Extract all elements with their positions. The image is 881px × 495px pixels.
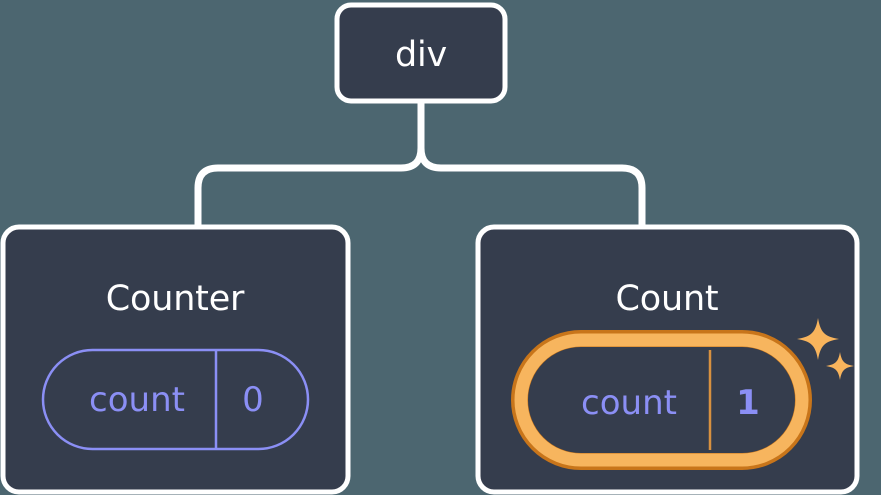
prop-pill-count-interior — [528, 347, 795, 453]
sparkles-icon — [797, 318, 854, 380]
prop-value-counter-count: 0 — [242, 380, 264, 420]
node-count-label: Count — [616, 279, 719, 319]
prop-pill-counter-count[interactable]: count 0 — [41, 348, 310, 451]
node-count[interactable]: Count count 1 — [475, 224, 860, 495]
node-div-box[interactable] — [334, 2, 508, 104]
prop-value-count-count: 1 — [736, 383, 760, 423]
node-counter-box[interactable] — [0, 224, 351, 495]
node-div[interactable]: div — [334, 2, 508, 104]
edge-div-to-count — [417, 144, 646, 232]
prop-key-count-count: count — [581, 383, 677, 423]
connector-group — [194, 96, 646, 232]
sparkle-small-icon — [826, 352, 854, 380]
prop-pill-counter-outline[interactable] — [41, 348, 310, 451]
prop-pill-count-count[interactable]: count 1 — [511, 330, 812, 470]
node-div-label: div — [395, 35, 447, 75]
prop-pill-count-outline[interactable] — [514, 333, 809, 467]
node-counter[interactable]: Counter count 0 — [0, 224, 351, 495]
node-counter-label: Counter — [106, 279, 245, 319]
edge-div-to-counter — [194, 96, 425, 232]
sparkle-large-icon — [797, 318, 839, 360]
prop-key-counter-count: count — [89, 380, 185, 420]
